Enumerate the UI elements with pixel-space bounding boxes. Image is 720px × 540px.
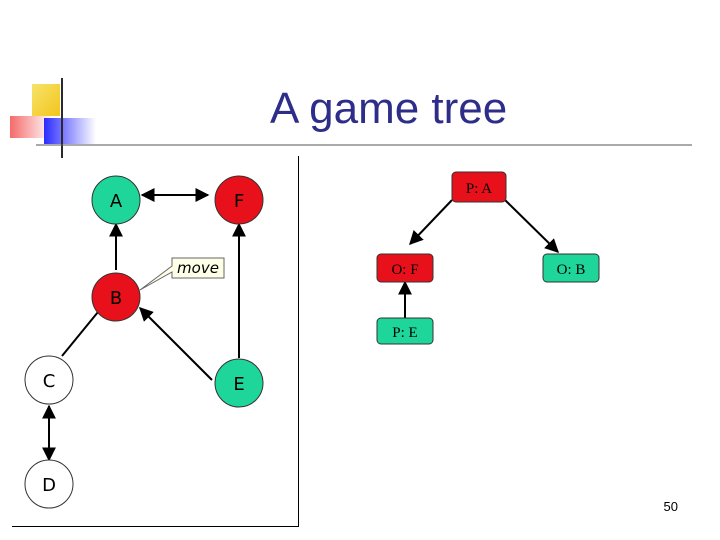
- deco-red-bar: [10, 116, 52, 138]
- tree-node-root: P: A: [451, 171, 507, 203]
- tree-node-leaf-label: P: E: [392, 325, 417, 341]
- tree-node-left: O: F: [376, 253, 434, 283]
- node-d: D: [24, 459, 74, 509]
- node-f-label: F: [234, 191, 244, 212]
- tree-edge-root-right: [504, 199, 559, 253]
- node-a: A: [91, 175, 141, 225]
- node-f: F: [214, 175, 264, 225]
- edge-e-b: [139, 307, 213, 381]
- node-a-label: A: [110, 191, 123, 212]
- deco-blue-bar: [44, 118, 96, 144]
- node-b-label: B: [110, 288, 122, 309]
- tree-node-right: O: B: [542, 253, 600, 283]
- tree-node-root-label: P: A: [466, 181, 492, 197]
- node-c-label: C: [43, 371, 56, 392]
- tree-edge-root-left: [409, 199, 453, 246]
- node-b: B: [91, 272, 141, 322]
- tree-node-leaf: P: E: [376, 317, 434, 345]
- tree-node-right-label: O: B: [557, 262, 586, 278]
- node-e-label: E: [233, 374, 244, 395]
- node-d-label: D: [42, 475, 56, 496]
- move-callout-text: move: [177, 259, 219, 277]
- edge-b-c: [61, 311, 99, 357]
- tree-node-left-label: O: F: [391, 262, 418, 278]
- slide-title: A game tree: [270, 84, 508, 133]
- graph-frame: [12, 156, 299, 527]
- slide-number: 50: [663, 499, 678, 514]
- node-e: E: [214, 358, 264, 408]
- deco-yellow-square: [32, 84, 60, 116]
- move-callout: move: [139, 257, 225, 291]
- node-c: C: [24, 355, 74, 405]
